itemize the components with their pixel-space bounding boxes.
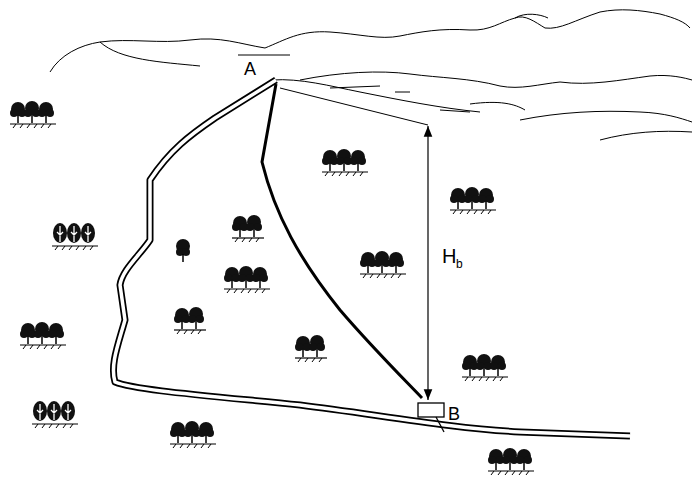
point-label: A (244, 60, 256, 78)
tailrace-line (436, 417, 444, 432)
head-subscript: b (456, 258, 463, 270)
point-label: B (448, 405, 460, 423)
powerhouse-box (418, 403, 444, 417)
head-dimension (427, 126, 428, 400)
hill-contour (272, 80, 480, 112)
head-symbol: H (442, 246, 456, 266)
tree-clusters (10, 101, 534, 475)
access-road (113, 80, 630, 436)
penstock-pipe (262, 84, 422, 398)
reference-line (280, 88, 428, 125)
mountain-ridges (50, 10, 692, 140)
